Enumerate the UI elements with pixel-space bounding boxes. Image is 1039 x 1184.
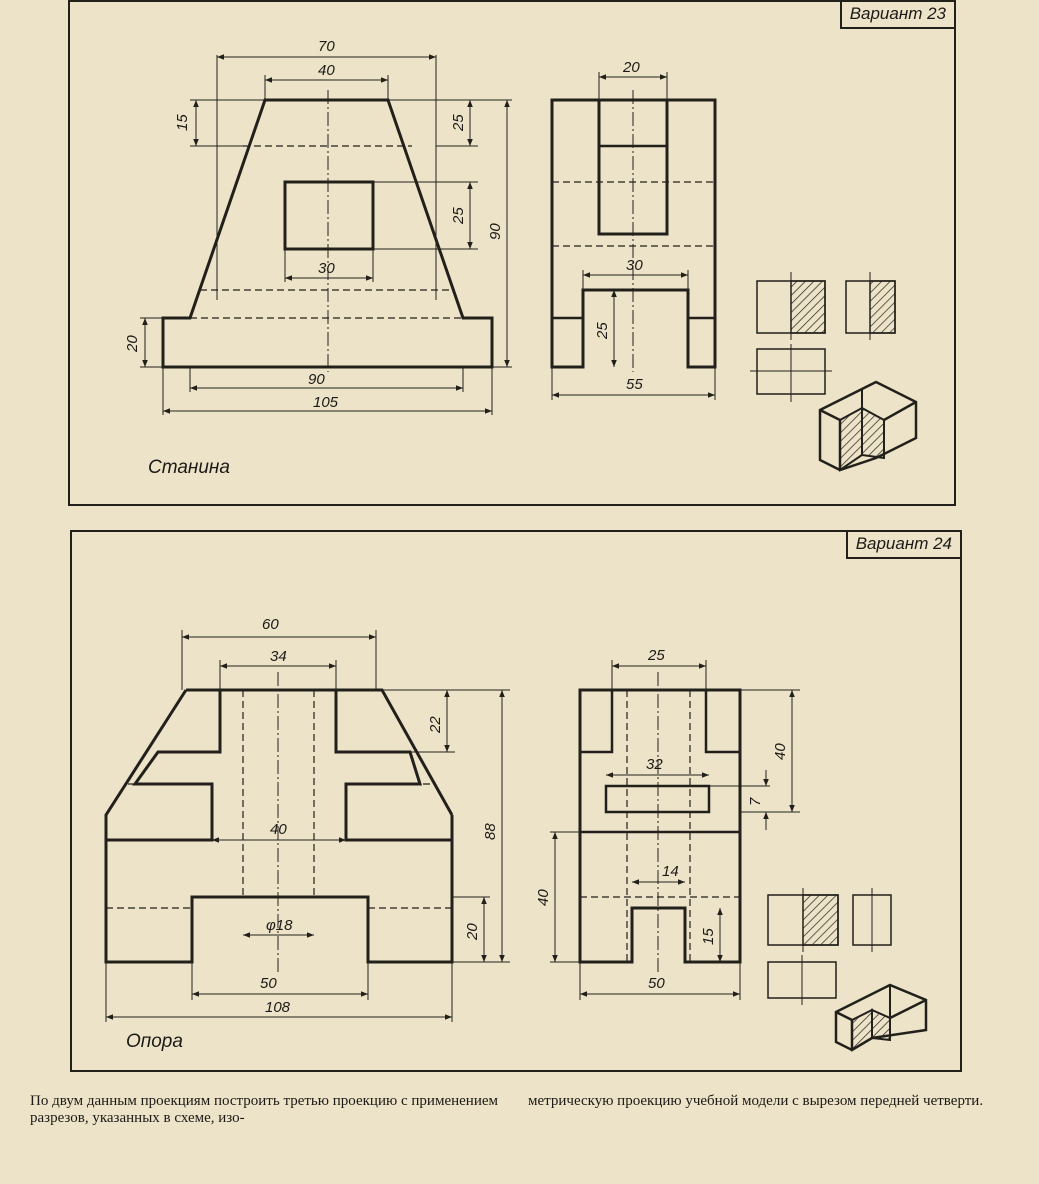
dim-50: 50 <box>260 975 277 992</box>
dim-22: 22 <box>427 716 444 734</box>
side-dim-25: 25 <box>594 322 611 340</box>
v24-front-view <box>104 630 510 1022</box>
v24-part-name: Опора <box>126 1031 183 1052</box>
variant-24-panel: Вариант 24 <box>70 530 962 1072</box>
v23-front-view <box>140 54 512 415</box>
dim-25-upper: 25 <box>450 114 467 132</box>
side-dim-7: 7 <box>747 797 764 806</box>
v24-side-view <box>550 660 800 1000</box>
side-dim-40-left: 40 <box>535 889 552 906</box>
side-dim-40-right: 40 <box>772 743 789 760</box>
dim-40: 40 <box>270 821 287 838</box>
dim-70: 70 <box>318 38 335 55</box>
side-dim-55: 55 <box>626 376 643 393</box>
side-dim-32: 32 <box>646 756 663 773</box>
side-dim-14: 14 <box>662 863 679 880</box>
side-dim-20: 20 <box>622 59 640 76</box>
side-dim-50: 50 <box>648 975 665 992</box>
dim-40: 40 <box>318 62 335 79</box>
dim-90-width: 90 <box>308 371 325 388</box>
v24-section-scheme <box>767 888 928 1052</box>
dim-25-lower: 25 <box>450 207 467 225</box>
v23-dimension-labels: 70 40 15 25 25 90 30 20 90 105 20 30 25 … <box>124 38 643 478</box>
dim-60: 60 <box>262 616 279 633</box>
dim-20: 20 <box>464 923 481 941</box>
dim-88: 88 <box>482 823 499 840</box>
dim-108: 108 <box>265 999 291 1016</box>
caption-left: По двум данным проекциям построить треть… <box>30 1093 498 1126</box>
variant-23-panel: Вариант 23 <box>68 0 956 506</box>
side-dim-25: 25 <box>647 647 665 664</box>
caption-right: метрическую проекцию учебной модели с вы… <box>528 1093 984 1109</box>
dim-90-height: 90 <box>487 223 504 240</box>
dim-105: 105 <box>313 394 339 411</box>
variant-24-badge: Вариант 24 <box>845 530 962 559</box>
dim-diameter-18: φ18 <box>266 917 293 934</box>
side-dim-30: 30 <box>626 257 643 274</box>
dim-15: 15 <box>174 114 191 131</box>
v23-side-view <box>550 72 717 400</box>
variant-23-badge: Вариант 23 <box>839 0 956 29</box>
v24-dimension-labels: 60 34 22 88 40 φ18 20 50 108 25 40 32 7 … <box>126 616 789 1052</box>
dim-20: 20 <box>124 335 141 353</box>
dim-34: 34 <box>270 648 287 665</box>
dim-30: 30 <box>318 260 335 277</box>
v23-section-scheme <box>750 272 918 472</box>
side-dim-15: 15 <box>700 928 717 945</box>
v23-part-name: Станина <box>148 457 230 478</box>
